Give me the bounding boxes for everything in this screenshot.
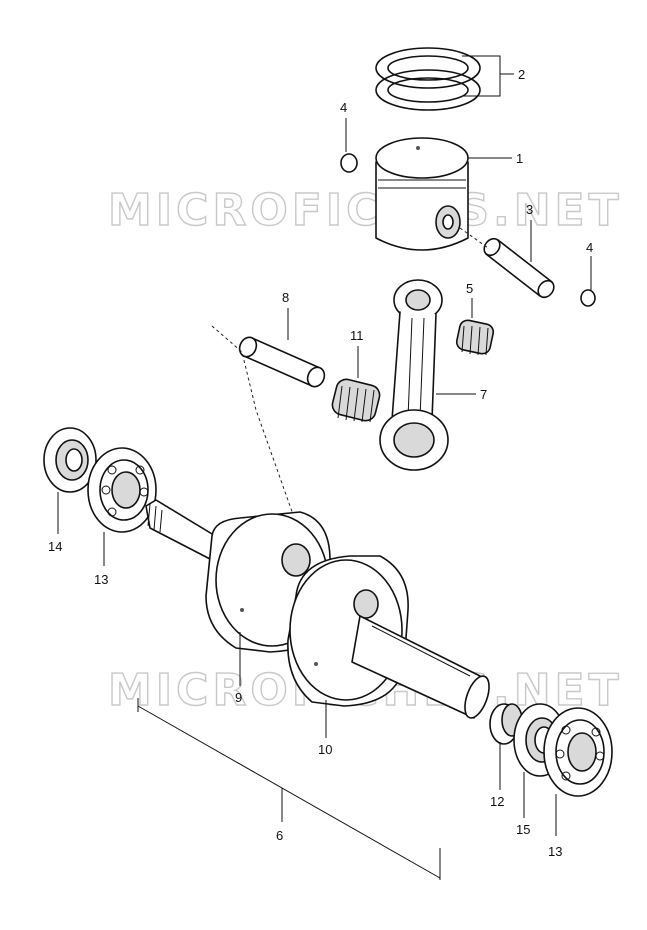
piston-rings[interactable] xyxy=(375,47,481,111)
big-end-bearing[interactable] xyxy=(330,377,381,423)
callout-7: 7 xyxy=(480,387,487,402)
callout-1: 1 xyxy=(516,151,523,166)
bearing-right[interactable] xyxy=(543,707,613,797)
callout-5: 5 xyxy=(466,281,473,296)
callout-6: 6 xyxy=(276,828,283,843)
crankshaft-right-half[interactable] xyxy=(287,555,494,721)
callout-10: 10 xyxy=(318,742,332,757)
callout-12: 12 xyxy=(490,794,504,809)
watermark-top: MICROFICHES.NET xyxy=(108,185,623,236)
callout-11: 11 xyxy=(350,328,364,343)
piston-pin[interactable] xyxy=(481,236,557,301)
bearing-left[interactable] xyxy=(87,447,157,533)
callout-13-left: 13 xyxy=(94,572,108,587)
callout-2: 2 xyxy=(518,67,525,82)
assembly-bracket xyxy=(137,698,441,880)
small-end-bearing[interactable] xyxy=(455,319,495,356)
circlip-left[interactable] xyxy=(340,153,358,173)
oil-seal-left[interactable] xyxy=(43,427,97,493)
callout-4-left: 4 xyxy=(340,100,347,115)
callout-9: 9 xyxy=(235,690,242,705)
callout-8: 8 xyxy=(282,290,289,305)
piston[interactable] xyxy=(375,137,469,251)
crank-pin[interactable] xyxy=(237,335,328,390)
callout-3: 3 xyxy=(526,202,533,217)
callout-15: 15 xyxy=(516,822,530,837)
connecting-rod[interactable] xyxy=(379,279,449,471)
callout-13-right: 13 xyxy=(548,844,562,859)
circlip-right[interactable] xyxy=(580,289,596,307)
callout-14: 14 xyxy=(48,539,62,554)
callout-4-right: 4 xyxy=(586,240,593,255)
leader-2 xyxy=(462,55,501,97)
